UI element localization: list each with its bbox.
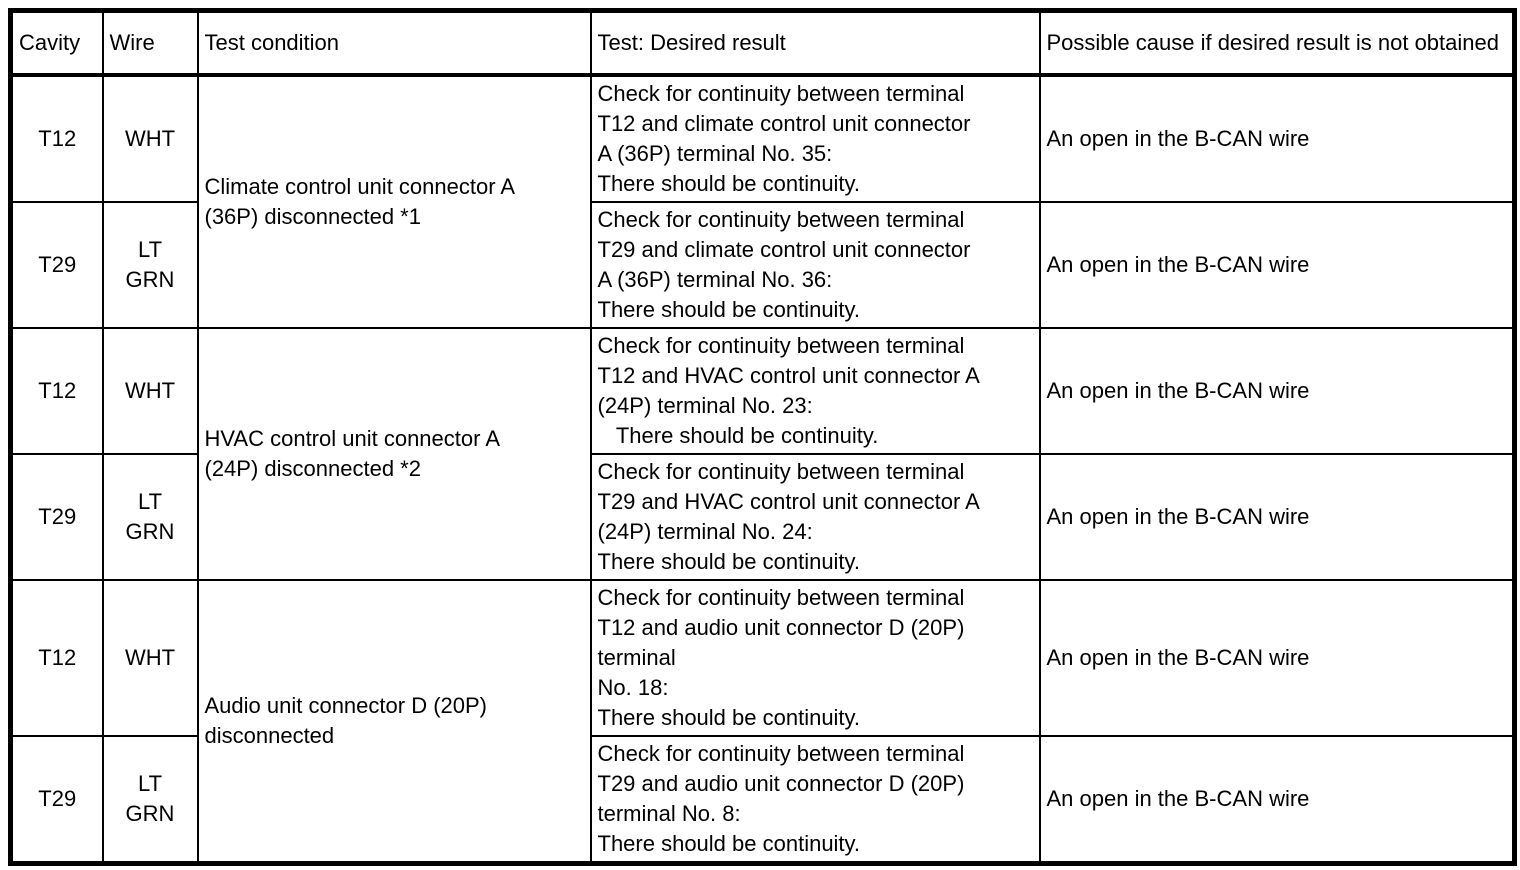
cell-possible-cause: An open in the B-CAN wire xyxy=(1038,453,1516,581)
cell-test-result: Check for continuity between terminal T1… xyxy=(589,327,1041,455)
header-possible-cause: Possible cause if desired result is not … xyxy=(1038,9,1516,77)
header-wire: Wire xyxy=(101,9,199,77)
cell-possible-cause: An open in the B-CAN wire xyxy=(1038,327,1516,455)
header-test-condition: Test condition xyxy=(196,9,592,77)
cell-wire: LT GRN xyxy=(101,735,199,865)
table-header-row: Cavity Wire Test condition Test: Desired… xyxy=(9,9,1516,77)
cell-cavity: T12 xyxy=(9,74,104,203)
cell-cavity: T12 xyxy=(9,579,104,737)
table-row: T29 LT GRN Check for continuity between … xyxy=(9,735,1516,865)
table-row: T29 LT GRN Check for continuity between … xyxy=(9,201,1516,329)
cell-wire: WHT xyxy=(101,74,199,203)
cell-cavity: T29 xyxy=(9,201,104,329)
table-row: T12 WHT Climate control unit connector A… xyxy=(9,74,1516,329)
cell-test-result: Check for continuity between terminal T1… xyxy=(589,579,1041,737)
cell-possible-cause: An open in the B-CAN wire xyxy=(1038,201,1516,329)
troubleshooting-table: Cavity Wire Test condition Test: Desired… xyxy=(8,8,1517,866)
cell-test-condition: HVAC control unit connector A (24P) disc… xyxy=(196,327,592,581)
cell-possible-cause: An open in the B-CAN wire xyxy=(1038,579,1516,737)
header-test-desired-result: Test: Desired result xyxy=(589,9,1041,77)
cell-cavity: T12 xyxy=(9,327,104,455)
cell-possible-cause: An open in the B-CAN wire xyxy=(1038,74,1516,203)
cell-test-condition: Climate control unit connector A (36P) d… xyxy=(196,74,592,329)
cell-wire: LT GRN xyxy=(101,453,199,581)
cell-wire: LT GRN xyxy=(101,201,199,329)
cell-test-result: Check for continuity between terminal T1… xyxy=(589,74,1041,203)
cell-test-condition: Audio unit connector D (20P) disconnecte… xyxy=(196,579,592,865)
table-row: T29 LT GRN Check for continuity between … xyxy=(9,453,1516,581)
table-row: T12 WHT Audio unit connector D (20P) dis… xyxy=(9,579,1516,865)
cell-possible-cause: An open in the B-CAN wire xyxy=(1038,735,1516,865)
cell-test-result: Check for continuity between terminal T2… xyxy=(589,453,1041,581)
cell-test-result: Check for continuity between terminal T2… xyxy=(589,201,1041,329)
cell-cavity: T29 xyxy=(9,453,104,581)
table-row: T12 WHT HVAC control unit connector A (2… xyxy=(9,327,1516,581)
cell-cavity: T29 xyxy=(9,735,104,865)
cell-test-result: Check for continuity between terminal T2… xyxy=(589,735,1041,865)
cell-wire: WHT xyxy=(101,579,199,737)
cell-wire: WHT xyxy=(101,327,199,455)
header-cavity: Cavity xyxy=(9,9,104,77)
